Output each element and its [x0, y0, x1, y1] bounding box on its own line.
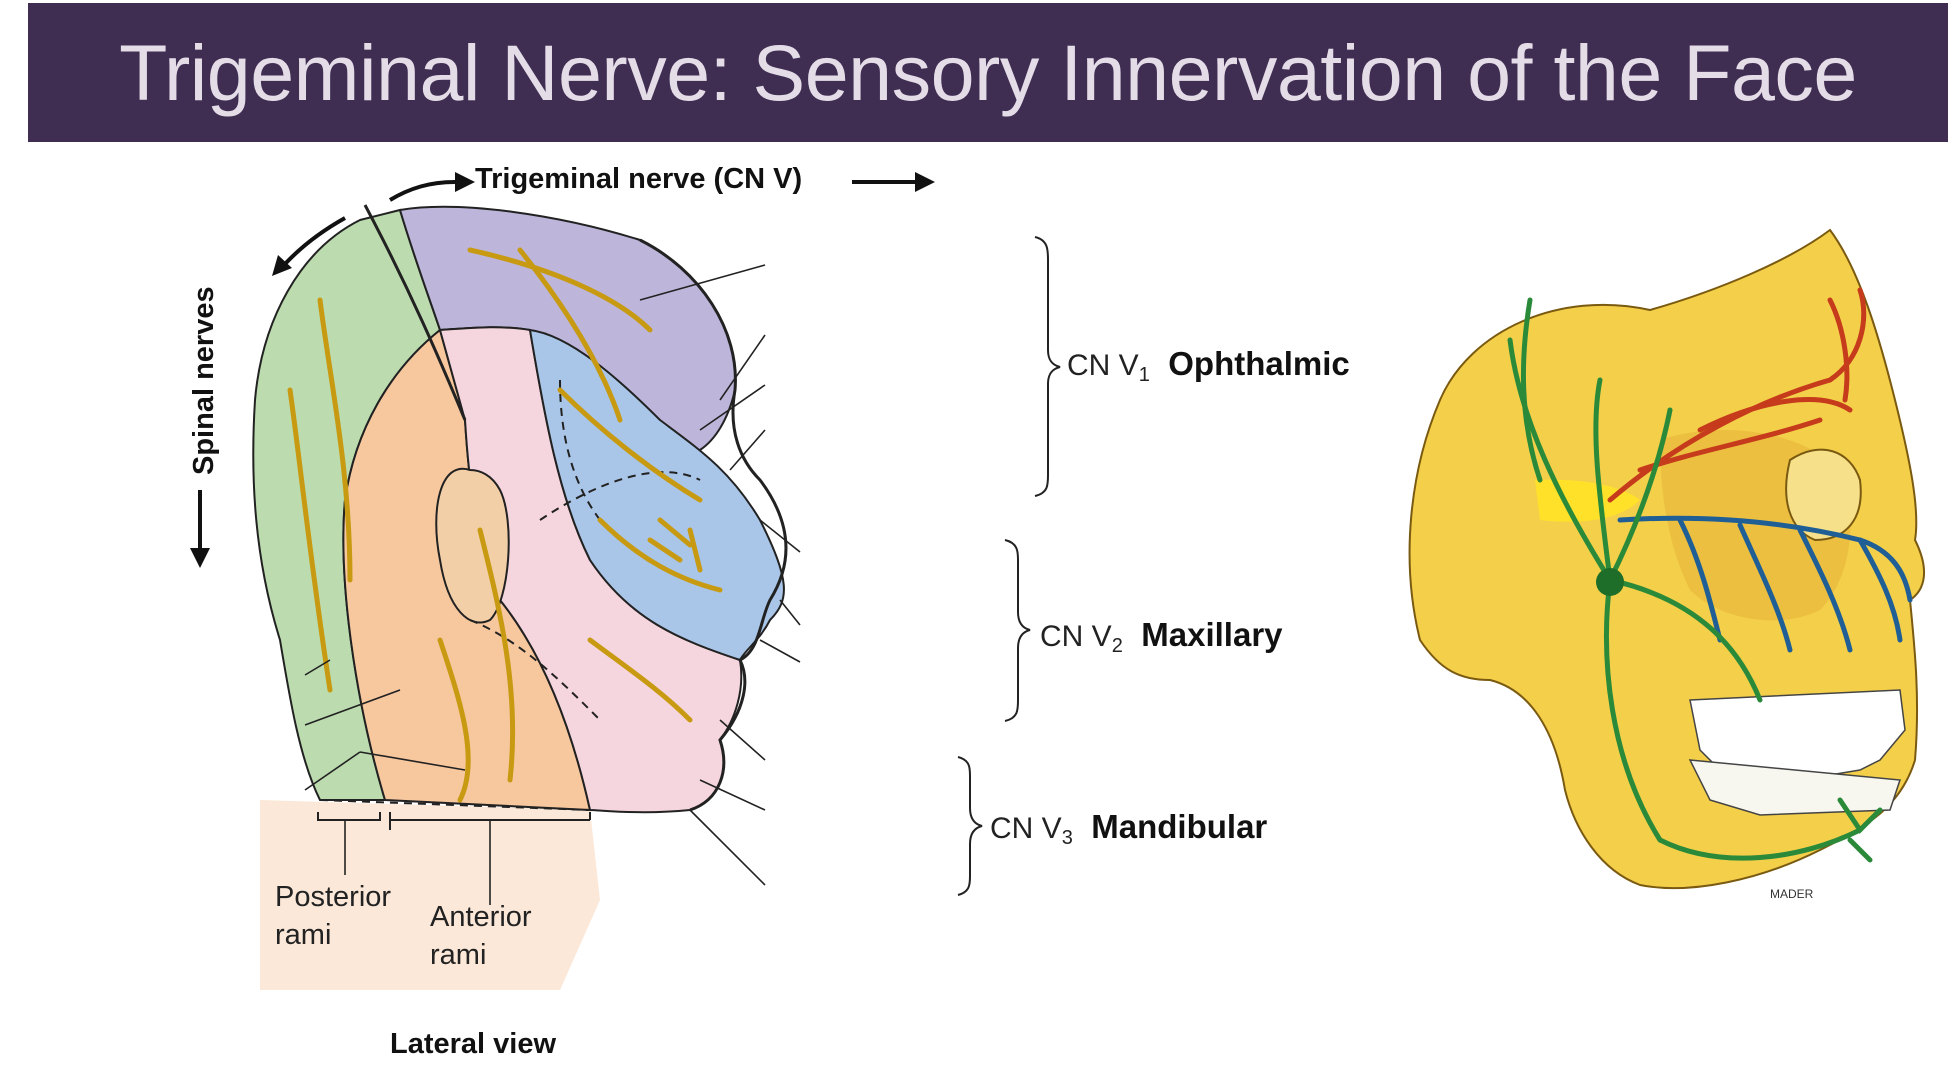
slide-title: Trigeminal Nerve: Sensory Innervation of…	[119, 28, 1857, 117]
maxillary-nerves	[1617, 515, 1913, 653]
cn-v2-prefix-text: CN V	[1040, 620, 1112, 653]
cn-v3-prefix-text: CN V	[990, 812, 1062, 845]
trigeminal-nerve-label: Trigeminal nerve (CN V)	[475, 163, 803, 195]
spinal-nerves-label: Spinal nerves	[188, 286, 221, 475]
cn-v1-subscript: 1	[1138, 364, 1150, 386]
teeth-lower	[1688, 759, 1902, 816]
cn-v3-subscript: 3	[1061, 827, 1073, 849]
cn-v2-prefix: CN V2	[1040, 620, 1123, 657]
leader-lines	[304, 264, 801, 886]
cn-v3-prefix: CN V3	[990, 812, 1073, 849]
dashed-neck-boundary	[319, 799, 591, 811]
cn-v2-label: CN V2 Maxillary	[1040, 616, 1283, 658]
spinal-nerves-text: Spinal nerves	[188, 286, 220, 475]
cn-v1-label: CN V1 Ophthalmic	[1067, 345, 1350, 387]
anterior-rami-line1: Anterior	[430, 901, 532, 933]
anterior-rami-line2: rami	[430, 939, 487, 971]
orbit	[1785, 448, 1862, 542]
posterior-rami-label: Posterior rami	[275, 878, 391, 954]
mandibular-nerves	[1507, 297, 1883, 863]
lateral-view-caption: Lateral view	[390, 1028, 557, 1060]
trigeminal-ganglion	[1596, 568, 1624, 596]
cn-v1-prefix: CN V1	[1067, 349, 1150, 386]
title-bar: Trigeminal Nerve: Sensory Innervation of…	[28, 3, 1948, 142]
head-nerves	[287, 247, 723, 803]
ophthalmic-label: Ophthalmic	[1168, 345, 1350, 382]
posterior-rami-line1: Posterior	[275, 881, 392, 913]
face-profile	[639, 238, 788, 812]
cn-v3-label: CN V3 Mandibular	[990, 808, 1267, 850]
skull-signature: MADER	[1770, 887, 1814, 901]
cn-v1-prefix-text: CN V	[1067, 349, 1139, 382]
posterior-rami-line2: rami	[275, 919, 332, 951]
dashed-boundary	[469, 379, 701, 721]
cn-v2-subscript: 2	[1111, 635, 1123, 657]
direction-arrows	[198, 180, 915, 555]
arrow-heads	[190, 172, 935, 568]
anterior-rami-label: Anterior rami	[430, 898, 532, 974]
ophthalmic-nerves	[1607, 287, 1867, 503]
skull-illustration: MADER	[1408, 228, 1926, 901]
maxillary-region	[528, 328, 785, 662]
dermatome-divide	[363, 204, 467, 421]
branch-brackets	[957, 236, 1061, 896]
mandibular-label: Mandibular	[1091, 808, 1268, 845]
maxillary-label: Maxillary	[1141, 616, 1283, 653]
